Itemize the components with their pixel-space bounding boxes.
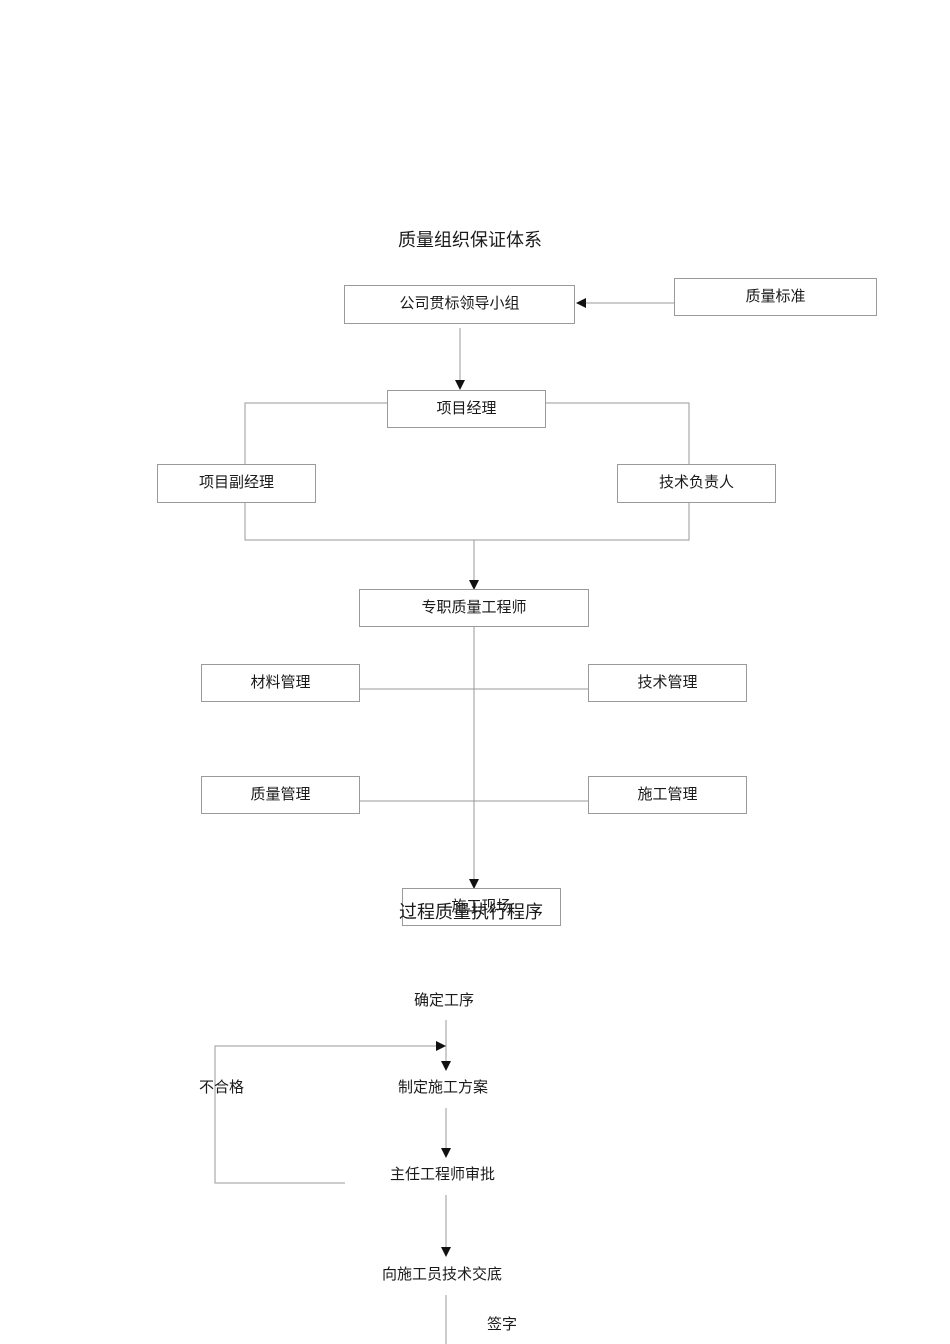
step-chief-approval: 主任工程师审批 [390,1165,496,1183]
node-materials-mgmt: 材料管理 [201,664,360,702]
step-tech-briefing: 向施工员技术交底 [382,1265,503,1283]
node-deputy-manager: 项目副经理 [157,464,316,503]
label-fail: 不合格 [199,1078,245,1096]
node-quality-engineer: 专职质量工程师 [359,589,589,627]
node-construction-site: 施工现场 [402,888,561,926]
step-determine-process: 确定工序 [414,991,475,1009]
arrow-fail-loop [214,1041,446,1184]
node-quality-mgmt: 质量管理 [201,776,360,814]
label-sign: 签字 [487,1315,518,1333]
node-construction-mgmt: 施工管理 [588,776,747,814]
org-chart-title: 质量组织保证体系 [398,230,542,251]
node-quality-standard: 质量标准 [674,278,877,316]
process-chart-title: 过程质量执行程序 [399,902,543,923]
line-deputy-techlead-merge [244,503,690,541]
node-project-manager: 项目经理 [387,390,546,428]
line-manager-to-deputy [244,402,388,465]
step-make-plan: 制定施工方案 [398,1078,489,1096]
line-manager-to-techlead [546,402,690,465]
node-leadership-group: 公司贯标领导小组 [344,285,575,324]
node-technical-mgmt: 技术管理 [588,664,747,702]
node-technical-lead: 技术负责人 [617,464,776,503]
